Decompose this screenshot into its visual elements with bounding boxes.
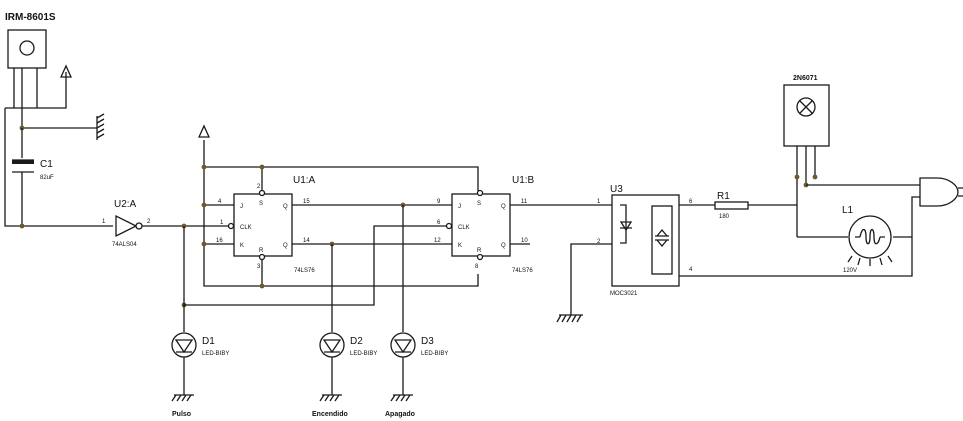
c1-label: C1 <box>40 159 53 170</box>
junction-dot <box>201 202 207 208</box>
svg-text:11: 11 <box>521 199 528 205</box>
svg-text:1: 1 <box>220 220 224 226</box>
junction-dot <box>201 164 207 170</box>
svg-text:J: J <box>458 204 461 210</box>
junction-dot <box>201 241 207 247</box>
d1-net-label: Pulso <box>172 411 191 418</box>
d1-part: LED-BIBY <box>202 351 229 357</box>
led-d2: D2 LED-BIBY Encendido <box>312 332 377 418</box>
inverter-u2a: U2:A 1 2 74ALS04 <box>102 199 151 248</box>
d3-label: D3 <box>421 336 434 347</box>
d2-part: LED-BIBY <box>350 351 377 357</box>
c1-value: 82uF <box>40 175 54 181</box>
junction-dot <box>259 164 265 170</box>
d2-label: D2 <box>350 336 363 347</box>
svg-text:1: 1 <box>597 199 601 205</box>
led-d3: D3 LED-BIBY Apagado <box>385 332 448 418</box>
u1b-label: U1:B <box>512 175 535 186</box>
svg-text:R: R <box>259 248 264 254</box>
svg-text:8: 8 <box>475 264 479 270</box>
svg-text:Q: Q <box>501 243 506 249</box>
u3-label: U3 <box>610 184 623 195</box>
svg-text:Q: Q <box>283 243 288 249</box>
svg-text:12: 12 <box>434 238 441 244</box>
svg-text:6: 6 <box>689 199 693 205</box>
vcc-bus-wire <box>203 140 479 287</box>
svg-text:9: 9 <box>437 199 441 205</box>
svg-text:S: S <box>477 201 481 207</box>
l1-label: L1 <box>842 205 854 216</box>
u2a-pin-out: 2 <box>147 219 151 225</box>
resistor-r1: R1 180 <box>714 191 749 220</box>
vcc-arrow-u1 <box>197 124 211 138</box>
clk-b-wire <box>183 225 449 306</box>
triac-label: 2N6071 <box>793 75 818 82</box>
svg-text:CLK: CLK <box>458 225 470 231</box>
u2a-part: 74ALS04 <box>112 242 137 248</box>
d1-label: D1 <box>202 336 215 347</box>
svg-text:6: 6 <box>437 220 441 226</box>
svg-text:CLK: CLK <box>240 225 252 231</box>
svg-text:15: 15 <box>303 199 310 205</box>
svg-text:16: 16 <box>216 238 223 244</box>
svg-text:J: J <box>240 204 243 210</box>
svg-text:Q: Q <box>501 204 506 210</box>
ac-plug-icon <box>919 177 963 207</box>
d3-part: LED-BIBY <box>421 351 448 357</box>
junction-dot <box>794 174 800 180</box>
svg-text:3: 3 <box>257 264 261 270</box>
svg-text:14: 14 <box>303 238 310 244</box>
signal-wire-ir <box>4 107 113 227</box>
ir-receiver-lens <box>19 40 35 56</box>
svg-text:K: K <box>240 243 244 249</box>
flip-flop-u1a: U1:A J CLK K S R Q Q 2 4 1 16 3 15 14 74… <box>216 175 316 274</box>
ground-symbol-ir <box>96 113 105 140</box>
svg-text:2: 2 <box>257 184 261 190</box>
ir-receiver-label: IRM-8601S <box>5 12 56 23</box>
led-d1: D1 LED-BIBY Pulso <box>171 332 229 418</box>
u1b-part: 74LS76 <box>512 268 533 274</box>
junction-dot <box>812 174 818 180</box>
u1a-part: 74LS76 <box>294 268 315 274</box>
u1a-label: U1:A <box>293 175 316 186</box>
d3-net-label: Apagado <box>385 411 415 418</box>
u3-part: MOC3021 <box>610 291 638 297</box>
svg-text:S: S <box>259 201 263 207</box>
vcc-arrow-ir <box>59 64 73 78</box>
svg-text:4: 4 <box>689 267 693 273</box>
d2-net-label: Encendido <box>312 411 348 418</box>
lamp-l1: L1 120V <box>842 205 893 274</box>
junction-dot <box>259 283 265 289</box>
u3-gnd-wire <box>570 243 612 315</box>
ir-vcc-wire <box>37 72 67 109</box>
ir-receiver: IRM-8601S <box>5 12 56 109</box>
ground-symbol-u3 <box>556 314 583 323</box>
u2a-label: U2:A <box>114 199 137 210</box>
svg-text:10: 10 <box>521 238 528 244</box>
u1a-jk-wires <box>204 204 234 245</box>
ir-receiver-leads <box>13 68 38 108</box>
svg-text:4: 4 <box>218 199 222 205</box>
r1-value: 180 <box>719 214 730 220</box>
preset-bus-wire <box>204 166 479 191</box>
l1-value: 120V <box>843 268 857 274</box>
svg-text:K: K <box>458 243 462 249</box>
junction-dot <box>19 223 25 229</box>
triac-2n6071: 2N6071 <box>783 75 830 237</box>
flip-flop-u1b: U1:B J CLK K S R Q Q 9 6 12 8 11 10 74LS… <box>434 175 535 274</box>
r1-label: R1 <box>717 191 730 202</box>
capacitor-c1: C1 82uF <box>12 128 54 226</box>
svg-text:2: 2 <box>597 239 601 245</box>
ir-ground-wire <box>21 108 97 129</box>
u2a-pin-in: 1 <box>102 219 106 225</box>
svg-text:Q: Q <box>283 204 288 210</box>
svg-text:R: R <box>477 248 482 254</box>
optocoupler-u3: U3 1 2 6 4 MOC3021 <box>597 184 693 297</box>
